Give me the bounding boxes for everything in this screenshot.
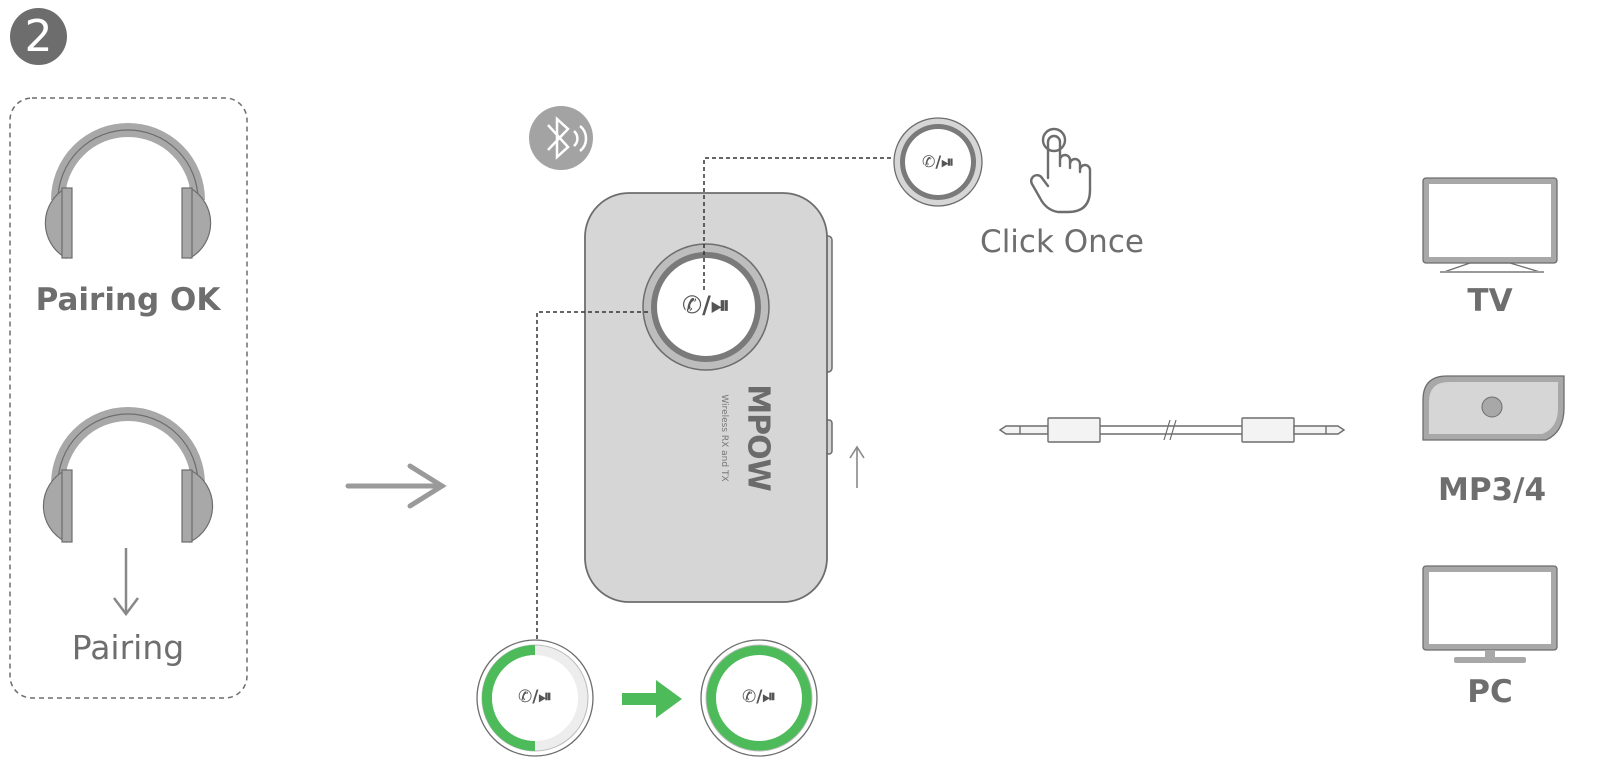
headphones-icon — [44, 123, 212, 260]
aux-cable-icon — [998, 417, 1346, 443]
down-arrow-icon — [113, 548, 139, 617]
source-label-pc: PC — [1467, 674, 1513, 710]
source-label-mp3: MP3/4 — [1437, 472, 1547, 508]
callout-button-glyph: ✆/⏯ — [921, 152, 955, 171]
mp3-player-icon — [1422, 375, 1565, 441]
click-once-label: Click Once — [980, 224, 1144, 260]
paired-led-full-green — [700, 639, 818, 757]
pairing-ok-label: Pairing OK — [35, 282, 221, 318]
bluetooth-icon — [529, 106, 593, 170]
pc-monitor-icon — [1422, 565, 1558, 663]
headphone-panel — [9, 97, 248, 699]
pairing-label: Pairing — [71, 628, 185, 667]
leader-line — [703, 157, 892, 290]
headphones-icon — [42, 407, 214, 543]
device-play-button — [642, 243, 770, 371]
pairing-led-half-green — [476, 639, 594, 757]
right-arrow-icon — [345, 463, 447, 509]
led-half-button-glyph: ✆/⏯ — [517, 687, 553, 707]
tv-icon — [1422, 177, 1558, 273]
device-brand-logo: MPOW — [740, 384, 776, 491]
device-subtitle: Wireless RX and TX — [719, 394, 729, 482]
device-button-glyph: ✆/⏯ — [681, 291, 731, 319]
step-number-badge: 2 — [10, 8, 67, 65]
led-full-button-glyph: ✆/⏯ — [741, 687, 777, 707]
hand-pointer-icon — [1029, 127, 1092, 214]
callout-button-icon — [893, 117, 983, 207]
green-arrow-icon — [622, 680, 682, 718]
source-label-tv: TV — [1467, 283, 1513, 319]
up-arrow-icon — [849, 445, 865, 488]
leader-line — [536, 311, 648, 640]
